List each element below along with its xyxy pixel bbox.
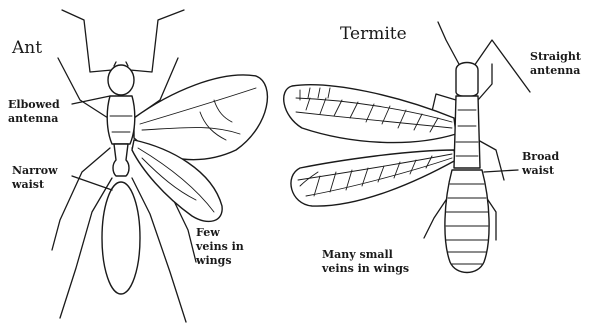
ant-petiole xyxy=(113,144,129,176)
many-veins-label-line2: veins in wings xyxy=(322,262,409,276)
few-veins-label-line2: veins in xyxy=(196,240,244,254)
ant-figure xyxy=(52,10,267,322)
termite-title: Termite xyxy=(340,24,407,44)
straight-antenna-label-line1: Straight xyxy=(530,50,581,64)
many-veins-label: Many small veins in wings xyxy=(322,248,409,276)
ant-antenna-left xyxy=(62,10,112,72)
ant-title: Ant xyxy=(12,38,42,58)
ant-gaster xyxy=(102,182,140,294)
termite-antenna-left xyxy=(438,22,460,66)
elbowed-antenna-label-line2: antenna xyxy=(8,112,60,126)
termite-antenna-right xyxy=(474,40,530,92)
ant-thorax xyxy=(107,96,135,144)
few-veins-label-line1: Few xyxy=(196,226,244,240)
termite-leg-front-right xyxy=(478,64,492,100)
straight-antenna-label-line2: antenna xyxy=(530,64,581,78)
narrow-waist-label-line1: Narrow xyxy=(12,164,58,178)
elbowed-antenna-label: Elbowed antenna xyxy=(8,98,60,126)
ant-waist-pointer xyxy=(72,176,112,190)
ant-leg-front-left xyxy=(58,58,108,118)
many-veins-label-line1: Many small xyxy=(322,248,409,262)
few-veins-label: Few veins in wings xyxy=(196,226,244,268)
broad-waist-label: Broad waist xyxy=(522,150,559,178)
elbowed-antenna-label-line1: Elbowed xyxy=(8,98,60,112)
termite-thorax xyxy=(454,96,480,168)
narrow-waist-label-line2: waist xyxy=(12,178,58,192)
ant-antenna-pointer xyxy=(72,96,110,104)
ant-leg-mid-left xyxy=(52,148,110,250)
termite-abdomen xyxy=(445,170,489,273)
narrow-waist-label: Narrow waist xyxy=(12,164,58,192)
broad-waist-label-line1: Broad xyxy=(522,150,559,164)
broad-waist-label-line2: waist xyxy=(522,164,559,178)
straight-antenna-label: Straight antenna xyxy=(530,50,581,78)
ant-head xyxy=(108,65,134,95)
termite-head xyxy=(456,63,478,97)
termite-figure xyxy=(284,22,530,273)
few-veins-label-line3: wings xyxy=(196,254,244,268)
